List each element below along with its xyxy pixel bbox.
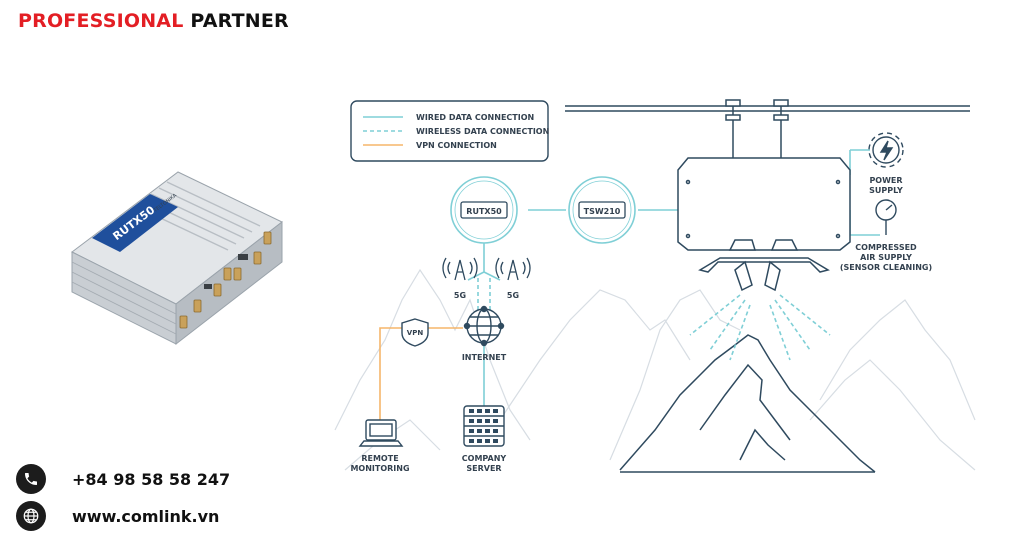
phone-icon xyxy=(16,464,46,494)
internet-globe-icon xyxy=(463,305,505,347)
contact-website[interactable]: www.comlink.vn xyxy=(16,501,219,531)
antenna-left-icon xyxy=(442,257,478,281)
globe-icon xyxy=(16,501,46,531)
rutx50-label: RUTX50 xyxy=(466,207,502,216)
laptop-icon xyxy=(358,419,404,447)
website-url: www.comlink.vn xyxy=(72,506,220,526)
brand-word-professional: PROFESSIONAL xyxy=(18,10,184,32)
power-supply-line1: POWER xyxy=(869,176,902,185)
brand-title: PROFESSIONAL PARTNER xyxy=(18,10,289,32)
sensor-enclosure xyxy=(677,99,851,292)
brand-word-partner: PARTNER xyxy=(190,10,289,32)
remote-monitoring-line2: MONITORING xyxy=(350,464,409,473)
rutx50-router-image: RUTX50 TELTONIKA xyxy=(71,171,283,346)
mountains-background xyxy=(334,268,976,471)
vpn-link xyxy=(379,327,463,420)
rutx50-node[interactable]: RUTX50 xyxy=(450,176,518,244)
remote-monitoring-line1: REMOTE xyxy=(361,454,398,463)
air-supply-line1: COMPRESSED xyxy=(855,243,917,252)
antenna-right-label: 5G xyxy=(507,291,519,300)
antenna-right-icon xyxy=(495,257,531,281)
pressure-gauge-icon xyxy=(875,199,897,235)
power-supply-line2: SUPPLY xyxy=(869,186,903,195)
main-mountain xyxy=(619,334,876,473)
vpn-badge-label: VPN xyxy=(407,329,424,337)
legend-wired-label: WIRED DATA CONNECTION xyxy=(416,113,534,122)
company-server-line1: COMPANY xyxy=(462,454,507,463)
air-supply-line2: AIR SUPPLY xyxy=(860,253,912,262)
air-supply-line3: (SENSOR CLEANING) xyxy=(840,263,932,272)
overhead-cable xyxy=(565,105,970,112)
power-supply-icon xyxy=(868,132,904,168)
legend-wireless-label: WIRELESS DATA CONNECTION xyxy=(416,127,549,136)
tsw210-node[interactable]: TSW210 xyxy=(568,176,636,244)
wired-links xyxy=(467,149,880,410)
server-icon xyxy=(463,405,505,447)
wireless-links xyxy=(477,278,831,361)
antenna-left-label: 5G xyxy=(454,291,466,300)
internet-label: INTERNET xyxy=(462,353,507,362)
legend-vpn-label: VPN CONNECTION xyxy=(416,141,497,150)
phone-number: +84 98 58 58 247 xyxy=(72,469,231,489)
company-server-line2: SERVER xyxy=(466,464,501,473)
vpn-shield-icon: VPN xyxy=(401,318,429,347)
contact-phone[interactable]: +84 98 58 58 247 xyxy=(16,464,230,494)
legend: WIRED DATA CONNECTION WIRELESS DATA CONN… xyxy=(350,100,549,162)
tsw210-label: TSW210 xyxy=(584,207,621,216)
